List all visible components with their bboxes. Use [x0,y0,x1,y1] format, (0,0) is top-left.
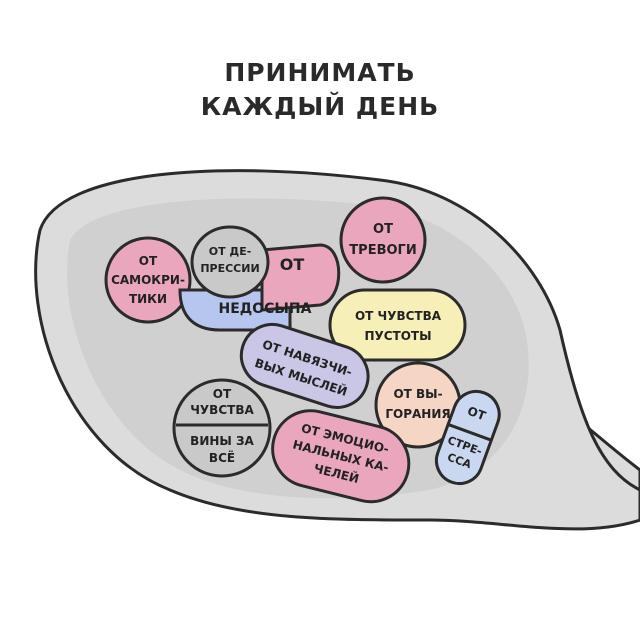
pill-samokritiki-line-2: САМОКРИ- [111,273,185,287]
pill-navyazchivyh: ОТ НАВЯЗЧИ- ВЫХ МЫСЛЕЙ [239,322,370,409]
pill-trevogi-line-1: ОТ [373,222,393,237]
pill-pustoty: ОТ ЧУВСТВА ПУСТОТЫ [328,288,467,362]
pill-samokritiki-line-3: ТИКИ [129,292,167,306]
pill-nedosypa-bottom: НЕДОСЫПА [219,301,312,317]
pill-stressa-top: ОТ [466,404,489,424]
pill-vygoraniya-line-2: ГОРАНИЯ [385,407,450,421]
pill-viny-top-line-2: ЧУВСТВА [190,403,254,417]
pill-viny: ОТ ЧУВСТВА ВИНЫ ЗА ВСЁ [172,378,272,478]
pill-trevogi: ОТ ТРЕВОГИ [339,196,427,284]
heading-line-2: КАЖДЫЙ ДЕНЬ [200,92,440,121]
pill-samokritiki-line-1: ОТ [139,254,158,268]
pill-nedosypa: ОТ НЕДОСЫПА [178,243,341,332]
pill-depressii: ОТ ДЕ- ПРЕССИИ [190,225,270,299]
pill-viny-top-line-1: ОТ [213,387,232,401]
pill-viny-bottom-line-2: ВСЁ [209,450,235,465]
heading-line-1: ПРИНИМАТЬ [224,58,416,87]
pill-depressii-line-2: ПРЕССИИ [200,262,259,275]
pill-samokritiki: ОТ САМОКРИ- ТИКИ [104,236,192,324]
pill-pustoty-line-2: ПУСТОТЫ [364,329,431,343]
pill-vygoraniya-line-1: ОТ ВЫ- [393,387,442,401]
pill-stressa: ОТ СТРЕ- ССА [434,389,501,485]
pill-kacheley: ОТ ЭМОЦИО- НАЛЬНЫХ КА- ЧЕЛЕЙ [271,409,411,504]
pill-nedosypa-top: ОТ [280,255,305,274]
pill-depressii-line-1: ОТ ДЕ- [209,245,252,258]
pill-trevogi-line-2: ТРЕВОГИ [349,243,416,258]
pill-pustoty-line-1: ОТ ЧУВСТВА [355,309,442,323]
pill-vygoraniya: ОТ ВЫ- ГОРАНИЯ [374,361,462,449]
pill-viny-bottom-line-1: ВИНЫ ЗА [190,434,254,448]
